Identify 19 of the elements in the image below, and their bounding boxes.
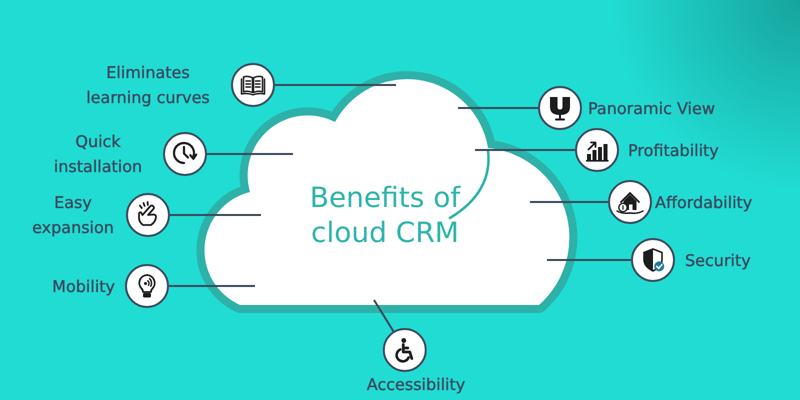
- connector-line: [170, 214, 261, 216]
- benefit-label: Affordability: [655, 192, 752, 214]
- cloud-title: Benefits of cloud CRM: [308, 180, 462, 250]
- connector-line: [207, 153, 293, 155]
- benefit-label: Eliminates learning curves: [85, 62, 211, 109]
- benefit-label: Mobility: [52, 276, 115, 298]
- connector-line: [475, 149, 575, 151]
- connector-line: [373, 299, 394, 332]
- connector-line: [547, 259, 631, 261]
- connector-line: [458, 107, 538, 109]
- connector-line: [169, 285, 255, 287]
- connector-line: [530, 201, 608, 203]
- connector-line: [275, 84, 396, 86]
- benefit-label: Panoramic View: [588, 98, 715, 120]
- benefit-label: Profitability: [628, 140, 719, 162]
- benefit-label: Easy expansion: [31, 192, 115, 239]
- benefit-label: Quick installation: [52, 131, 144, 178]
- benefit-label: Security: [685, 250, 751, 272]
- benefit-label: Accessibility: [366, 374, 466, 396]
